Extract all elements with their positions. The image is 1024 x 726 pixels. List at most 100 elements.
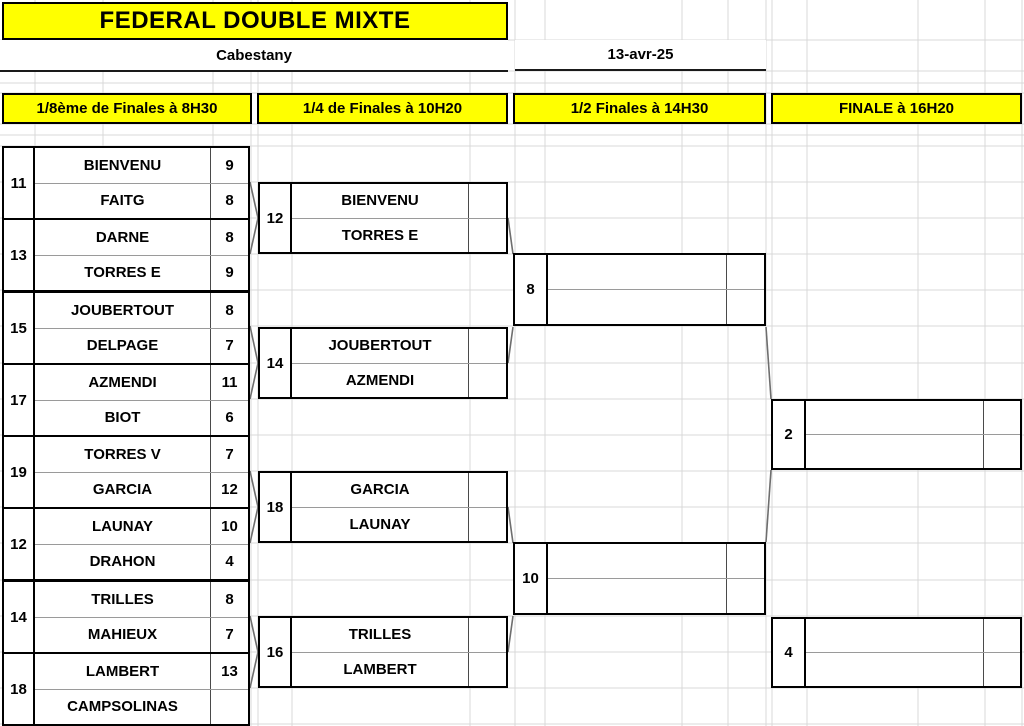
player-name-cell[interactable]: DRAHON bbox=[89, 553, 156, 571]
date-cell[interactable]: 13-avr-25 bbox=[515, 40, 766, 71]
player-name-cell[interactable]: BIOT bbox=[104, 409, 141, 427]
player-name-cell[interactable]: MAHIEUX bbox=[87, 626, 158, 644]
match-number-cell[interactable]: 2 bbox=[773, 401, 806, 468]
match-number-cell[interactable]: 18 bbox=[260, 473, 292, 541]
score-cell[interactable] bbox=[468, 473, 506, 507]
score-cell[interactable]: 8 bbox=[210, 220, 248, 255]
score-cell[interactable] bbox=[210, 689, 248, 724]
player-name-cell[interactable]: AZMENDI bbox=[88, 373, 157, 391]
player-name-cell[interactable] bbox=[548, 544, 726, 578]
match-number-cell[interactable]: 11 bbox=[4, 148, 35, 218]
score-cell[interactable] bbox=[468, 184, 506, 218]
player-row bbox=[548, 579, 764, 613]
player-row: JOUBERTOUT 8 bbox=[35, 293, 248, 329]
player-row bbox=[806, 401, 1020, 435]
player-name-cell[interactable]: LAMBERT bbox=[85, 662, 160, 680]
player-name-cell[interactable]: JOUBERTOUT bbox=[70, 301, 175, 319]
player-name-cell[interactable]: LAUNAY bbox=[349, 515, 411, 533]
match-number-cell[interactable]: 10 bbox=[515, 544, 548, 613]
player-name-cell[interactable]: TORRES V bbox=[84, 445, 161, 463]
score-cell[interactable] bbox=[726, 255, 764, 289]
player-name-cell[interactable] bbox=[548, 579, 726, 613]
player-name-cell[interactable]: DARNE bbox=[95, 228, 150, 246]
player-name-cell[interactable]: CAMPSOLINAS bbox=[67, 698, 178, 716]
score-cell[interactable] bbox=[468, 618, 506, 652]
match-number-cell[interactable]: 17 bbox=[4, 365, 35, 435]
score-cell[interactable] bbox=[468, 363, 506, 397]
score-cell[interactable] bbox=[468, 329, 506, 363]
score-cell[interactable] bbox=[468, 507, 506, 541]
score-cell[interactable]: 7 bbox=[210, 328, 248, 363]
match-number-cell[interactable]: 4 bbox=[773, 619, 806, 686]
score-cell[interactable]: 8 bbox=[210, 582, 248, 617]
score-cell[interactable] bbox=[983, 619, 1020, 652]
player-name-cell[interactable]: JOUBERTOUT bbox=[328, 337, 432, 355]
score-cell[interactable] bbox=[726, 579, 764, 613]
player-name-cell[interactable]: AZMENDI bbox=[345, 371, 415, 389]
score-cell[interactable]: 7 bbox=[210, 437, 248, 472]
round-header-final: FINALE à 16H20 bbox=[771, 93, 1022, 124]
match-number-cell[interactable]: 18 bbox=[4, 654, 35, 724]
match-number-cell[interactable]: 14 bbox=[260, 329, 292, 397]
player-name-cell[interactable]: TORRES E bbox=[341, 226, 419, 244]
round-header-quarter-finals: 1/4 de Finales à 10H20 bbox=[257, 93, 508, 124]
player-name-cell[interactable]: GARCIA bbox=[92, 481, 153, 499]
player-name-cell[interactable] bbox=[548, 290, 726, 324]
player-name-cell[interactable]: DELPAGE bbox=[86, 337, 159, 355]
semi-final-match-box: 10 bbox=[513, 542, 766, 615]
player-name-cell[interactable] bbox=[806, 401, 983, 434]
player-row: TRILLES 8 bbox=[35, 582, 248, 618]
score-cell[interactable]: 13 bbox=[210, 654, 248, 689]
player-name-cell[interactable]: TRILLES bbox=[91, 590, 154, 608]
score-cell[interactable]: 7 bbox=[210, 617, 248, 652]
match-number-cell[interactable]: 12 bbox=[4, 509, 35, 579]
tournament-title: FEDERAL DOUBLE MIXTE bbox=[2, 2, 508, 40]
player-row: DRAHON 4 bbox=[35, 544, 248, 579]
player-row: LAUNAY 10 bbox=[35, 509, 248, 545]
match-number-cell[interactable]: 14 bbox=[4, 582, 35, 652]
match-number-cell[interactable]: 8 bbox=[515, 255, 548, 324]
score-cell[interactable]: 9 bbox=[210, 148, 248, 183]
player-name-cell[interactable]: LAUNAY bbox=[91, 517, 154, 535]
score-cell[interactable]: 12 bbox=[210, 472, 248, 507]
score-cell[interactable] bbox=[983, 401, 1020, 434]
score-cell[interactable]: 8 bbox=[210, 293, 248, 328]
player-name-cell[interactable]: LAMBERT bbox=[343, 660, 417, 678]
score-cell[interactable]: 8 bbox=[210, 183, 248, 218]
score-cell[interactable] bbox=[726, 544, 764, 578]
player-name-cell[interactable]: FAITG bbox=[100, 192, 145, 210]
score-cell[interactable] bbox=[468, 652, 506, 686]
score-cell[interactable]: 6 bbox=[210, 400, 248, 435]
match-number-cell[interactable]: 12 bbox=[260, 184, 292, 252]
match-number-cell[interactable]: 16 bbox=[260, 618, 292, 686]
player-name-cell[interactable]: GARCIA bbox=[350, 481, 410, 499]
player-name-cell[interactable]: BIENVENU bbox=[83, 156, 162, 174]
player-name-cell[interactable] bbox=[548, 255, 726, 289]
player-name-cell[interactable] bbox=[806, 435, 983, 468]
player-name-cell[interactable]: TORRES E bbox=[84, 264, 161, 282]
score-cell[interactable]: 9 bbox=[210, 255, 248, 290]
match-number-cell[interactable]: 15 bbox=[4, 293, 35, 363]
player-row: FAITG 8 bbox=[35, 183, 248, 218]
score-cell[interactable]: 10 bbox=[210, 509, 248, 544]
player-name-cell[interactable] bbox=[806, 619, 983, 652]
match-number-cell[interactable]: 19 bbox=[4, 437, 35, 507]
score-cell[interactable] bbox=[983, 653, 1020, 686]
player-name-cell[interactable]: BIENVENU bbox=[341, 192, 419, 210]
score-cell[interactable] bbox=[983, 435, 1020, 468]
score-cell[interactable] bbox=[468, 218, 506, 252]
player-name-cell[interactable] bbox=[806, 653, 983, 686]
player-row bbox=[806, 653, 1020, 686]
venue-cell[interactable]: Cabestany bbox=[0, 40, 508, 72]
quarter-final-match-box: 18 GARCIA LAUNAY bbox=[258, 471, 508, 543]
score-cell[interactable] bbox=[726, 290, 764, 324]
score-cell[interactable]: 4 bbox=[210, 544, 248, 579]
player-name-cell[interactable]: TRILLES bbox=[348, 626, 412, 644]
score-cell[interactable]: 11 bbox=[210, 365, 248, 400]
match-number-cell[interactable]: 13 bbox=[4, 220, 35, 290]
